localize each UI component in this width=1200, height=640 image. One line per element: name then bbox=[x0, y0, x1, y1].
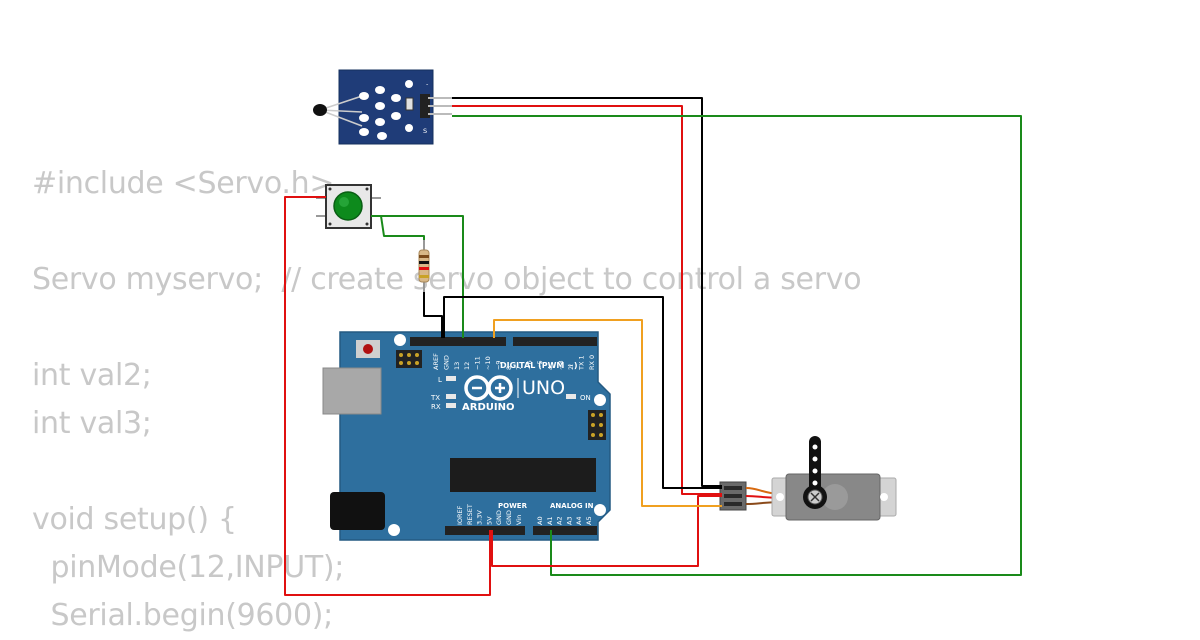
pin-label: AREF bbox=[432, 353, 440, 370]
pin-label: RX 0 bbox=[588, 355, 596, 370]
pin-label: A0 bbox=[536, 516, 544, 525]
pin-label: 12 bbox=[463, 362, 471, 370]
pin-label: GND bbox=[495, 510, 503, 525]
pin-label: ~10 bbox=[484, 356, 492, 370]
wire-resistor-gnd[interactable] bbox=[423, 292, 443, 338]
resistor[interactable] bbox=[418, 238, 430, 292]
wire-sensor-vcc[interactable] bbox=[452, 105, 722, 495]
servo-motor[interactable] bbox=[719, 436, 897, 521]
reset-button[interactable] bbox=[363, 344, 373, 354]
pin-label: A3 bbox=[565, 516, 573, 525]
arduino-uno-board[interactable]: UNO ARDUINO DIGITAL (PWM ~) POWER ANALOG… bbox=[322, 331, 611, 541]
code-line: Servo myservo; // create servo object to… bbox=[32, 262, 862, 297]
pin-label: A5 bbox=[585, 516, 593, 525]
wire-button-pin12[interactable] bbox=[371, 215, 464, 338]
pin-label: ~11 bbox=[474, 356, 482, 370]
power-header-label: POWER bbox=[498, 502, 528, 510]
code-line: int val2; bbox=[32, 358, 152, 393]
power-jack bbox=[330, 492, 385, 530]
sensor-pin-signal-label: S bbox=[423, 127, 427, 135]
pin-label: 3.3V bbox=[476, 510, 484, 525]
code-line: int val3; bbox=[32, 406, 152, 441]
pin-label: Vin bbox=[515, 515, 523, 525]
pin-label: 7 bbox=[515, 366, 523, 370]
button-cap bbox=[333, 191, 363, 221]
pin-label: 13 bbox=[453, 362, 461, 370]
thermistor-probe bbox=[313, 104, 327, 116]
pin-label: ~9 bbox=[494, 360, 502, 370]
rx-led-label: RX bbox=[431, 403, 441, 411]
atmega-chip bbox=[450, 458, 596, 492]
arduino-logo bbox=[464, 375, 513, 401]
pin-label: IOREF bbox=[456, 505, 464, 525]
pin-label: ~6 bbox=[526, 360, 534, 370]
pin-label: RESET bbox=[466, 504, 474, 525]
pin-label: ~5 bbox=[536, 360, 544, 370]
pin-label: 2 bbox=[567, 366, 575, 370]
temperature-sensor-module[interactable]: - S bbox=[313, 69, 452, 145]
wire-5v-servo[interactable] bbox=[491, 495, 722, 567]
wire-sensor-signal[interactable] bbox=[452, 115, 1022, 576]
board-brand-label: ARDUINO bbox=[462, 402, 514, 413]
pin-label: GND bbox=[505, 510, 513, 525]
tx-led-label: TX bbox=[430, 394, 440, 402]
code-line: void setup() { bbox=[32, 502, 237, 537]
wire-sensor-gnd[interactable] bbox=[452, 97, 722, 487]
pin-label: GND bbox=[442, 355, 450, 370]
pin-label: ~3 bbox=[557, 360, 565, 370]
code-line: Serial.begin(9600); bbox=[32, 598, 333, 633]
code-line: pinMode(12,INPUT); bbox=[32, 550, 345, 585]
pin-label: 4 bbox=[546, 366, 554, 370]
l-led-label: L bbox=[438, 376, 442, 384]
analog-header-label: ANALOG IN bbox=[550, 502, 594, 510]
push-button[interactable] bbox=[316, 184, 381, 229]
pin-label: A4 bbox=[575, 516, 583, 525]
wire-pin9-servo[interactable] bbox=[493, 319, 722, 507]
code-line: #include <Servo.h> bbox=[32, 166, 335, 201]
pin-label: 8 bbox=[505, 366, 513, 370]
board-model-label: UNO bbox=[522, 377, 565, 399]
wire-gnd-servo[interactable] bbox=[443, 296, 722, 489]
code-listing: #include <Servo.h> Servo myservo; // crea… bbox=[32, 160, 862, 640]
sensor-pin-minus-label: - bbox=[426, 80, 429, 88]
digital-header-label: DIGITAL (PWM ~) bbox=[500, 361, 578, 370]
pin-label: TX 1 bbox=[578, 355, 586, 371]
on-led-label: ON bbox=[580, 394, 591, 402]
wire-button-resistor[interactable] bbox=[380, 215, 425, 240]
usb-port bbox=[322, 367, 382, 415]
pin-label: A2 bbox=[556, 516, 564, 525]
wire-button-5v[interactable] bbox=[284, 196, 491, 596]
pin-label: A1 bbox=[546, 516, 554, 525]
pin-label: 5V bbox=[485, 516, 493, 525]
